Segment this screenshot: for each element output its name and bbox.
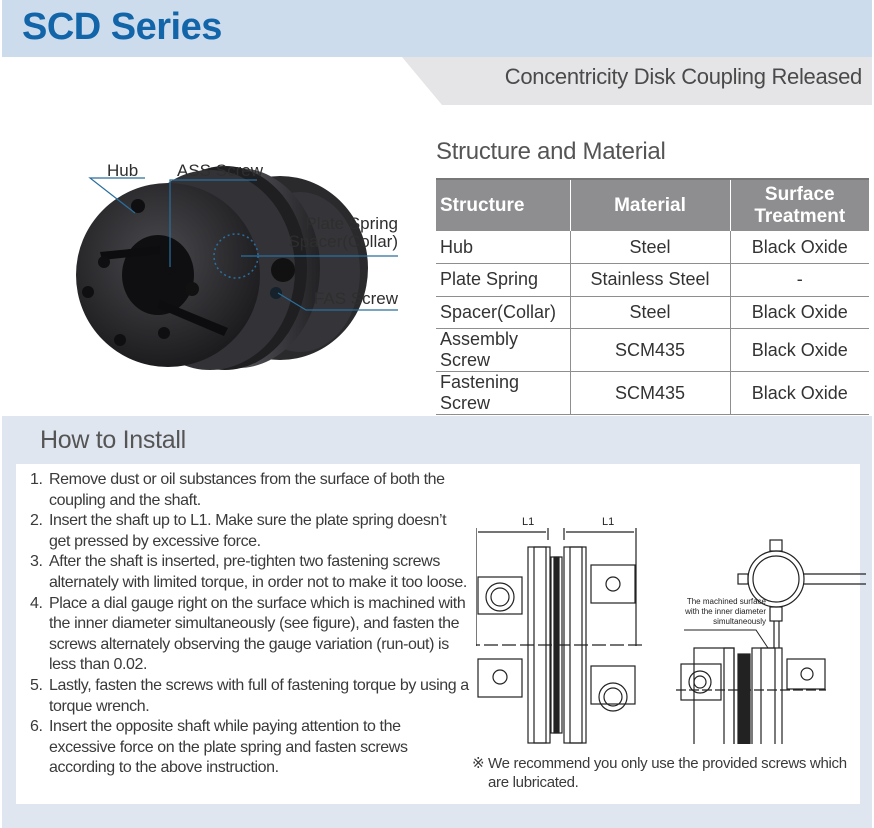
step-number: 3. xyxy=(30,553,43,571)
cell-structure: Plate Spring xyxy=(436,263,571,297)
structure-material-table: Structure Material Surface Treatment Hub… xyxy=(436,178,869,416)
table-row: Plate Spring Stainless Steel - xyxy=(436,263,869,297)
cell-structure: Assembly Screw xyxy=(436,328,571,373)
gauge-note-line3: simultaneously xyxy=(713,617,766,626)
table-row: Assembly Screw SCM435 Black Oxide xyxy=(436,328,869,373)
col-header-material: Material xyxy=(570,178,731,231)
step-number: 1. xyxy=(30,471,43,488)
col-header-surface-treatment: Surface Treatment xyxy=(730,178,869,231)
title-band: SCD Series xyxy=(2,0,872,57)
install-title: How to Install xyxy=(40,426,186,454)
table-row: Spacer(Collar) Steel Black Oxide xyxy=(436,296,869,330)
step-text: Lastly, fasten the screws with full of f… xyxy=(49,676,469,715)
install-step: 3. After the shaft is inserted, pre-tight… xyxy=(30,552,470,593)
reference-mark-icon: ※ xyxy=(472,755,485,772)
install-step: 4. Place a dial gauge right on the surfac… xyxy=(30,594,470,676)
step-text: Place a dial gauge right on the surface … xyxy=(49,594,466,674)
step-text: After the shaft is inserted, pre-tighten… xyxy=(49,553,467,591)
cell-material: SCM435 xyxy=(570,371,731,416)
step-number: 2. xyxy=(30,512,43,530)
structure-title: Structure and Material xyxy=(436,138,666,165)
lubrication-note: ※ We recommend you only use the provided… xyxy=(472,754,860,792)
col-header-surface-line1: Surface xyxy=(764,183,835,205)
callout-ass-screw: ASS Screw xyxy=(177,161,263,180)
install-step: 2. Insert the shaft up to L1. Make sure t… xyxy=(30,511,470,552)
installation-drawing: L1 L1 The machined surface with the inne… xyxy=(476,516,866,744)
subtitle-band-shape xyxy=(402,57,872,105)
page-title: SCD Series xyxy=(22,6,222,48)
col-header-structure: Structure xyxy=(436,178,571,231)
table-header-row: Structure Material Surface Treatment xyxy=(436,178,869,231)
install-section: How to Install 1. Remove dust or oil subs… xyxy=(2,416,872,828)
step-text: Insert the shaft up to L1. Make sure the… xyxy=(49,512,447,550)
coupling-illustration xyxy=(76,166,398,370)
install-step: 6. Insert the opposite shaft while paying… xyxy=(30,717,470,779)
callout-plate-spring: Plate Spring xyxy=(305,214,398,233)
cell-treatment: Black Oxide xyxy=(730,371,869,416)
gauge-note-line2: with the inner diameter xyxy=(684,607,766,616)
install-steps: 1. Remove dust or oil substances from the… xyxy=(30,470,470,779)
cell-structure: Spacer(Collar) xyxy=(436,296,571,330)
callout-hub: Hub xyxy=(107,161,139,180)
page-subtitle: Concentricity Disk Coupling Released xyxy=(504,64,863,89)
cell-material: Steel xyxy=(570,296,731,330)
callout-fas-screw: FAS Screw xyxy=(313,289,398,308)
step-number: 5. xyxy=(30,676,43,694)
cell-material: SCM435 xyxy=(570,328,731,373)
table-row: Fastening Screw SCM435 Black Oxide xyxy=(436,371,869,416)
dim-label-l1-left: L1 xyxy=(522,516,534,528)
cell-treatment: Black Oxide xyxy=(730,328,869,373)
note-text: We recommend you only use the provided s… xyxy=(488,755,847,791)
cell-treatment: Black Oxide xyxy=(730,231,869,265)
step-text: Remove dust or oil substances from the s… xyxy=(49,471,445,509)
step-text: Insert the opposite shaft while paying a… xyxy=(49,718,408,777)
cell-structure: Hub xyxy=(436,231,571,265)
step-number: 6. xyxy=(30,718,43,736)
callout-spacer: Spacer(Collar) xyxy=(288,232,398,251)
cell-treatment: - xyxy=(730,263,869,297)
install-step: 1. Remove dust or oil substances from the… xyxy=(30,470,470,511)
product-photo: Hub ASS Screw Plate Spring Spacer(Collar… xyxy=(60,150,410,380)
step-number: 4. xyxy=(30,594,43,612)
gauge-note-line1: The machined surface xyxy=(687,597,767,606)
cell-material: Stainless Steel xyxy=(570,263,731,297)
cell-material: Steel xyxy=(570,231,731,265)
subtitle-band: Concentricity Disk Coupling Released xyxy=(2,57,872,105)
cell-treatment: Black Oxide xyxy=(730,296,869,330)
col-header-surface-line2: Treatment xyxy=(754,205,846,227)
install-step: 5. Lastly, fasten the screws with full of… xyxy=(30,676,470,717)
table-row: Hub Steel Black Oxide xyxy=(436,231,869,265)
cell-structure: Fastening Screw xyxy=(436,371,571,416)
install-panel: 1. Remove dust or oil substances from the… xyxy=(16,464,866,804)
dim-label-l1-right: L1 xyxy=(602,516,614,528)
